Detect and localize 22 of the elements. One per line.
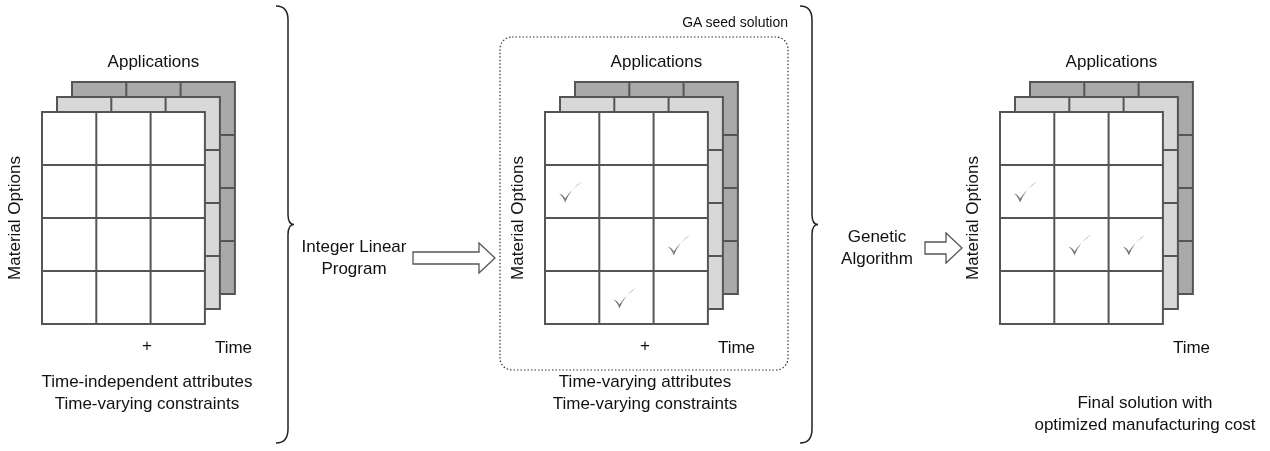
axis-title: Time xyxy=(214,338,253,358)
block-arrow xyxy=(924,231,963,265)
note-text: Time-varying constraints xyxy=(552,394,738,414)
axis-title: Material Options xyxy=(963,156,983,280)
axis-title: Time xyxy=(1172,338,1211,358)
block-arrow xyxy=(412,241,496,275)
plus-sign: + xyxy=(640,336,650,356)
axis-title: Time xyxy=(717,338,756,358)
step-label: Genetic Algorithm xyxy=(840,226,914,270)
axis-title: Material Options xyxy=(508,156,528,280)
step-label: Integer Linear Program xyxy=(300,236,408,280)
axis-title: Applications xyxy=(1065,52,1158,72)
plus-sign: + xyxy=(142,336,152,356)
note-text: Time-independent attributes xyxy=(41,372,253,392)
note-text: optimized manufacturing cost xyxy=(1034,415,1256,435)
axis-title: Applications xyxy=(610,52,703,72)
axis-title: Applications xyxy=(107,52,200,72)
group-heading: GA seed solution xyxy=(682,13,788,32)
note-text: Time-varying attributes xyxy=(558,372,732,392)
axis-title: Material Options xyxy=(5,156,25,280)
note-text: Final solution with xyxy=(1077,393,1213,413)
note-text: Time-varying constraints xyxy=(54,394,240,414)
